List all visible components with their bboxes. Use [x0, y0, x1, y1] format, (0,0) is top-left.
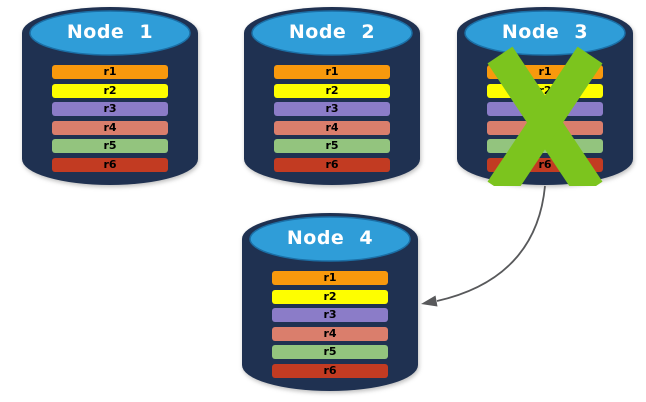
replica-row-r4: r4 — [272, 326, 388, 341]
replica-row-r6: r6 — [487, 157, 603, 172]
arrow-curve — [436, 185, 546, 302]
replica-row-r4: r4 — [487, 120, 603, 135]
replica-row-r5: r5 — [272, 345, 388, 359]
node-2: Node 2 r1 r2 r3 r4 r5 r6 — [243, 6, 421, 186]
node-label: Node 3 — [501, 21, 589, 43]
replica-row-r4: r4 — [274, 120, 390, 135]
replica-rows: r1 r2 r3 r4 r5 r6 — [272, 271, 388, 382]
replica-rows: r1 r2 r3 r4 r5 r6 — [274, 65, 390, 176]
replica-row-r5: r5 — [487, 139, 603, 153]
replica-row-r3: r3 — [274, 102, 390, 116]
replica-row-r5: r5 — [52, 139, 168, 153]
cylinder-top — [29, 10, 191, 56]
replica-row-r3: r3 — [272, 308, 388, 322]
replica-row-r3: r3 — [52, 102, 168, 116]
node-1: Node 1 r1 r2 r3 r4 r5 r6 — [21, 6, 199, 186]
node-label: Node 1 — [66, 21, 154, 43]
replica-row-r3: r3 — [487, 102, 603, 116]
replica-row-r2: r2 — [274, 83, 390, 98]
replica-row-r6: r6 — [52, 157, 168, 172]
replica-rows: r1 r2 r3 r4 r5 r6 — [52, 65, 168, 176]
replica-row-r1: r1 — [487, 65, 603, 79]
cylinder-top — [251, 10, 413, 56]
replica-rows: r1 r2 r3 r4 r5 r6 — [487, 65, 603, 176]
replica-row-r6: r6 — [272, 363, 388, 378]
replica-row-r1: r1 — [274, 65, 390, 79]
node-label: Node 4 — [286, 227, 374, 249]
replica-row-r6: r6 — [274, 157, 390, 172]
cylinder-top — [249, 216, 411, 262]
replica-row-r1: r1 — [52, 65, 168, 79]
replica-row-r2: r2 — [487, 83, 603, 98]
node-4: Node 4 r1 r2 r3 r4 r5 r6 — [241, 212, 419, 392]
replica-row-r1: r1 — [272, 271, 388, 285]
replica-row-r2: r2 — [272, 289, 388, 304]
replica-row-r4: r4 — [52, 120, 168, 135]
arrowhead-icon — [421, 295, 438, 307]
replica-row-r5: r5 — [274, 139, 390, 153]
replica-row-r2: r2 — [52, 83, 168, 98]
node-label: Node 2 — [288, 21, 376, 43]
node-3: Node 3 r1 r2 r3 r4 r5 r6 — [456, 6, 634, 186]
